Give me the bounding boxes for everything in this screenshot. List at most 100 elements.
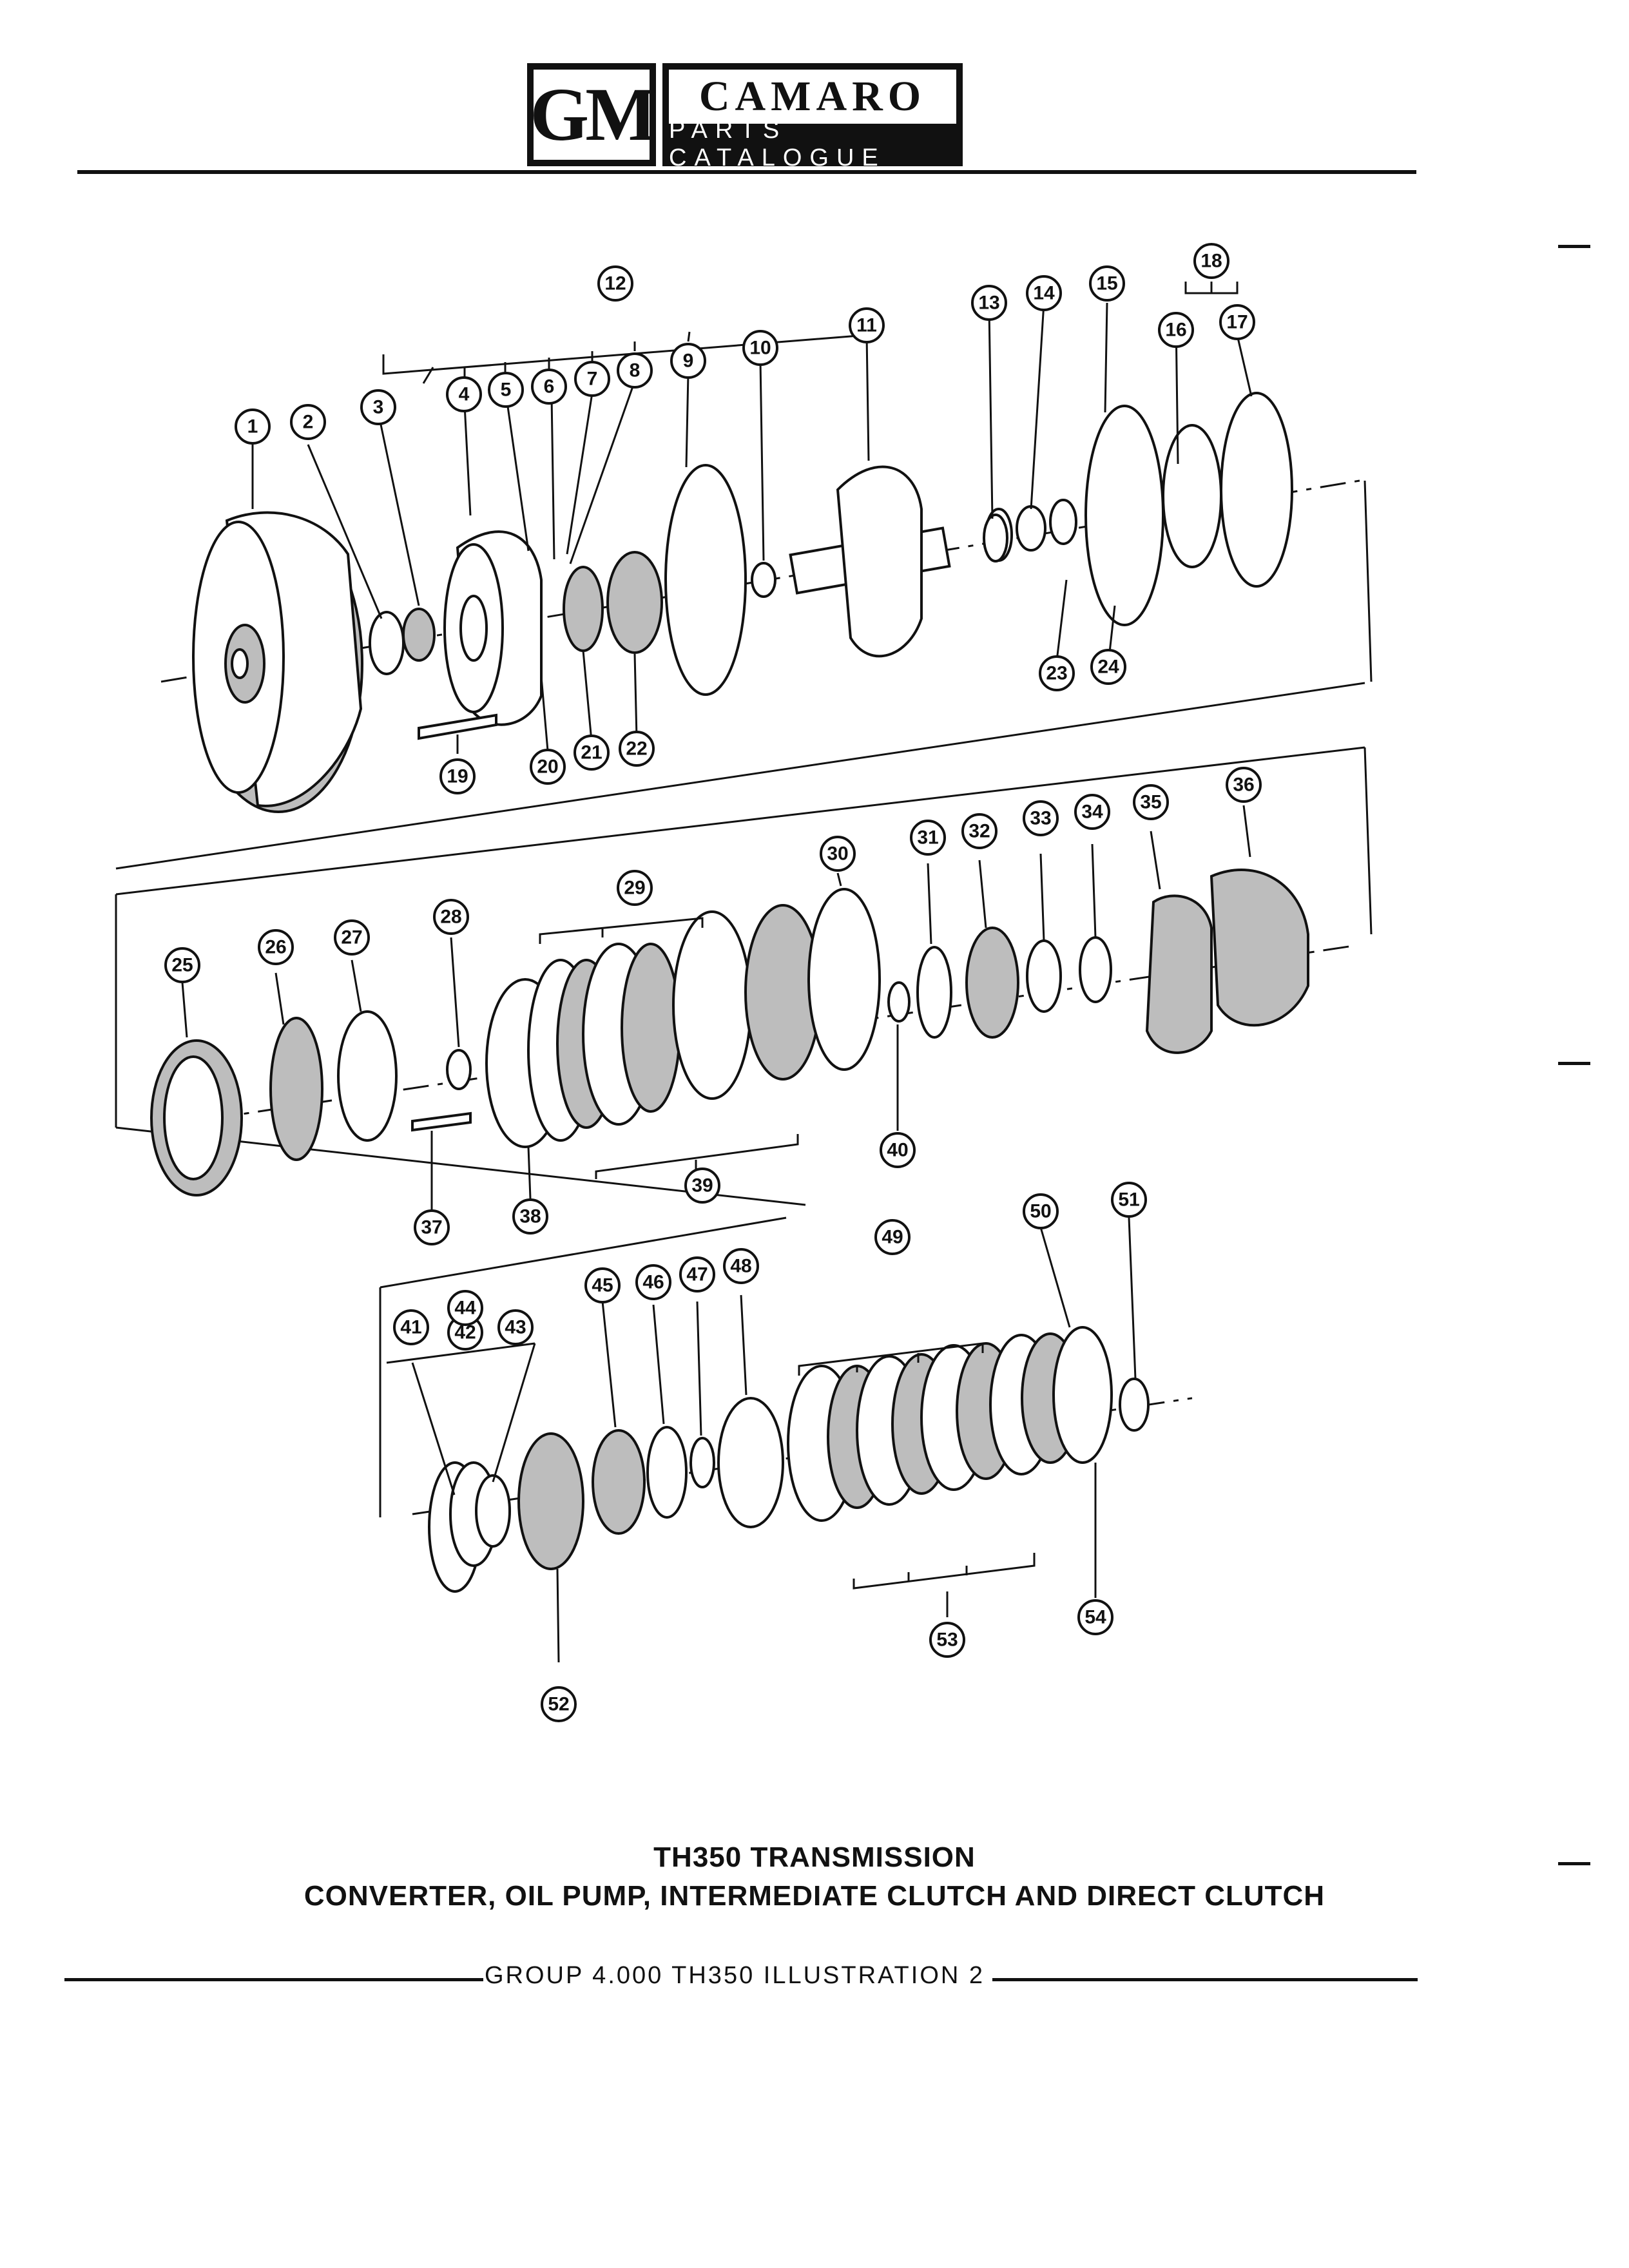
callout-12: 12 [597, 265, 633, 302]
callout-label: 2 [303, 412, 314, 433]
callout-52: 52 [541, 1686, 577, 1722]
callout-label: 21 [581, 742, 602, 764]
band-35 [1145, 894, 1213, 1054]
callout-label: 40 [887, 1140, 908, 1161]
callout-36: 36 [1226, 767, 1262, 803]
callout-4: 4 [446, 376, 482, 412]
callout-label: 34 [1081, 802, 1103, 823]
backing-plate-30 [807, 888, 881, 1071]
callout-32: 32 [961, 813, 998, 849]
part-10 [751, 562, 776, 598]
callout-2: 2 [290, 404, 326, 440]
retainer-46 [646, 1426, 688, 1519]
callout-label: 39 [691, 1175, 713, 1196]
callout-53: 53 [929, 1622, 965, 1658]
clutch-plate-39b [621, 943, 681, 1113]
drum-36 [1210, 869, 1309, 1027]
bolt-37 [411, 1111, 472, 1132]
callout-label: 16 [1165, 320, 1186, 341]
callout-label: 50 [1030, 1201, 1051, 1222]
ring-51 [1119, 1378, 1150, 1432]
callout-22: 22 [619, 731, 655, 767]
callout-11: 11 [849, 307, 885, 343]
callout-41: 41 [393, 1309, 429, 1345]
sprag-26 [269, 1017, 323, 1161]
callout-51: 51 [1111, 1182, 1147, 1218]
callout-label: 32 [969, 821, 990, 842]
callout-label: 37 [421, 1217, 442, 1238]
ring-23a [1049, 499, 1077, 545]
washer-14 [1016, 505, 1046, 552]
callout-label: 25 [171, 955, 193, 976]
callout-label: 33 [1030, 808, 1051, 829]
callout-28: 28 [433, 899, 469, 935]
callout-46: 46 [635, 1264, 671, 1300]
callout-label: 22 [626, 738, 647, 760]
callout-label: 26 [265, 937, 286, 958]
ring-47 [689, 1437, 715, 1488]
callout-30: 30 [820, 836, 856, 872]
callout-label: 13 [978, 293, 999, 314]
callout-44: 44 [447, 1290, 483, 1326]
pump-cover-stator-shaft [789, 465, 1013, 658]
callout-label: 48 [730, 1256, 751, 1277]
part-33 [1026, 939, 1062, 1013]
driven-gear-22 [606, 551, 663, 654]
callout-label: 20 [537, 756, 558, 778]
callout-label: 1 [247, 416, 258, 437]
footer-rule-right [992, 1978, 1418, 1981]
callout-39: 39 [684, 1168, 720, 1204]
backing-plate-50 [1052, 1326, 1113, 1464]
gm-logo: GM [527, 63, 657, 166]
footer-rule-left [64, 1978, 483, 1981]
callout-29: 29 [617, 870, 653, 906]
seal-17 [1220, 392, 1293, 588]
seal-16 [1162, 424, 1222, 568]
callout-3: 3 [360, 389, 396, 425]
callout-24: 24 [1090, 649, 1126, 685]
callout-5: 5 [488, 372, 524, 408]
callout-35: 35 [1133, 784, 1169, 820]
callout-6: 6 [531, 369, 567, 405]
bolt-19 [418, 713, 497, 740]
callout-label: 45 [592, 1275, 613, 1296]
callout-label: 15 [1096, 273, 1117, 294]
callout-label: 38 [519, 1206, 541, 1227]
callout-label: 53 [936, 1629, 958, 1651]
callout-label: 41 [400, 1317, 421, 1338]
callout-50: 50 [1023, 1193, 1059, 1229]
callout-17: 17 [1219, 304, 1255, 340]
caption-subtitle: CONVERTER, OIL PUMP, INTERMEDIATE CLUTCH… [304, 1880, 1325, 1912]
callout-label: 3 [373, 397, 384, 418]
callout-26: 26 [258, 929, 294, 965]
callout-49: 49 [874, 1219, 911, 1255]
ring-28 [446, 1049, 472, 1090]
callout-37: 37 [414, 1209, 450, 1245]
torque-converter [192, 511, 363, 813]
callout-15: 15 [1089, 265, 1125, 302]
part-34 [1079, 936, 1112, 1003]
clutch-plate-29c [672, 910, 752, 1100]
ring-31 [916, 946, 952, 1039]
callout-7: 7 [574, 361, 610, 397]
row-3-parts [379, 1216, 1193, 1593]
brand-title: CAMARO [669, 70, 956, 124]
callout-label: 6 [544, 376, 555, 398]
callout-label: 46 [642, 1272, 664, 1293]
callout-label: 7 [587, 369, 598, 390]
callout-23: 23 [1039, 655, 1075, 691]
callout-label: 52 [548, 1694, 569, 1715]
callout-18: 18 [1193, 243, 1229, 279]
callout-label: 47 [686, 1264, 708, 1285]
spring-45 [592, 1429, 646, 1535]
gear-32 [965, 927, 1019, 1039]
callout-label: 12 [604, 273, 626, 294]
callout-label: 44 [454, 1298, 476, 1319]
callout-34: 34 [1074, 794, 1110, 830]
oring-9 [664, 464, 747, 696]
callout-40: 40 [880, 1132, 916, 1168]
callout-20: 20 [530, 749, 566, 785]
callout-label: 9 [683, 351, 694, 372]
callout-27: 27 [334, 919, 370, 956]
